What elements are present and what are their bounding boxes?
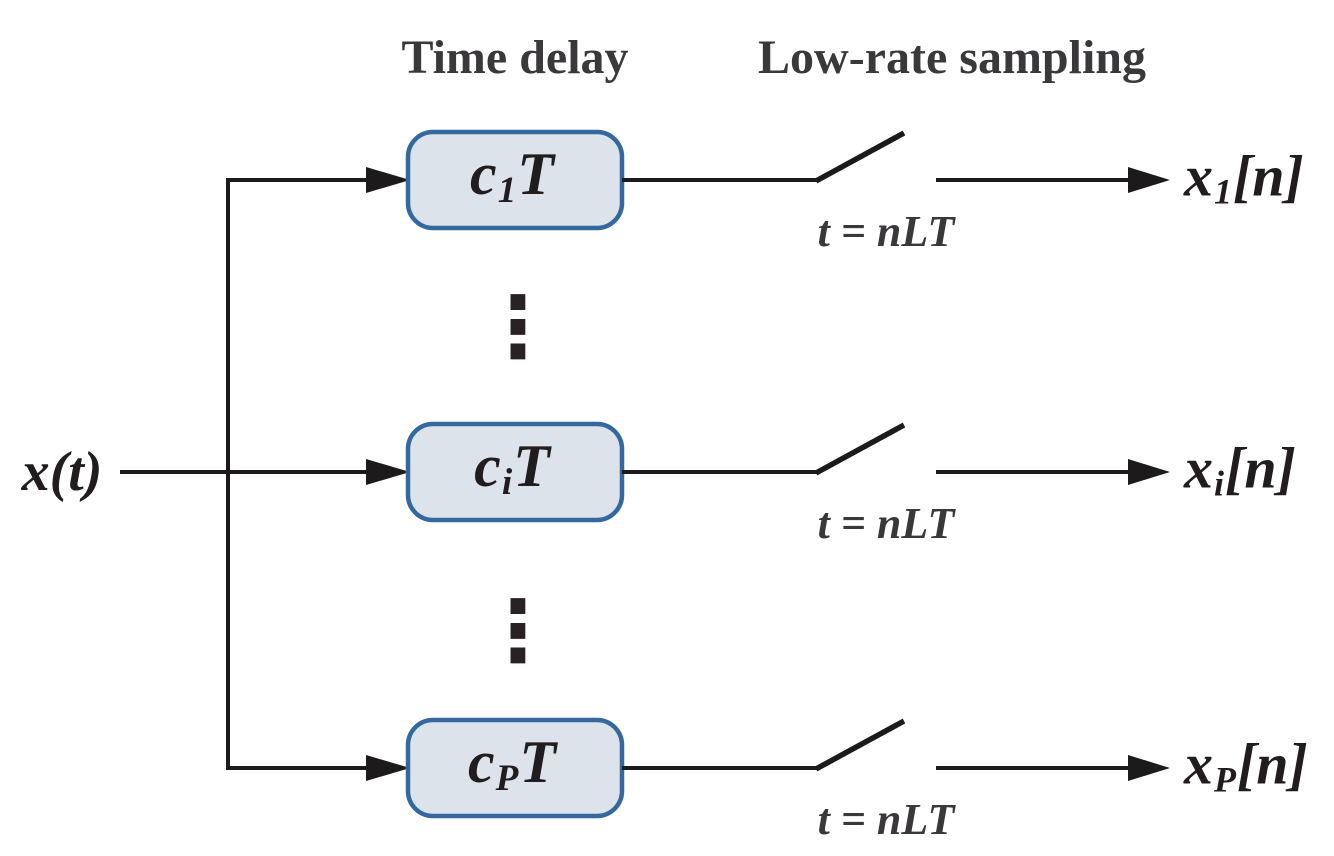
delay-coefficient-subscript: i (501, 462, 513, 504)
delay-branch-row-3 (366, 717, 1170, 819)
delay-coefficient-subscript: 1 (497, 170, 517, 212)
vertical-ellipsis-lower: ⋮ (476, 582, 560, 680)
output-signal-label-1: x1[n] (1184, 147, 1304, 210)
output-base: x (1184, 435, 1213, 501)
output-subscript: 1 (1214, 171, 1232, 212)
output-arrowhead-3 (1128, 755, 1170, 781)
vertical-ellipsis-upper: ⋮ (476, 278, 560, 376)
delay-coefficient-subscript: P (495, 758, 519, 800)
delay-branch-row-1 (366, 129, 1170, 231)
delay-coefficient-base: c (474, 433, 501, 500)
delay-period-symbol: T (517, 141, 554, 208)
delay-box-label-3: cPT (468, 732, 556, 797)
arrowhead-into-box-2 (366, 459, 410, 485)
output-signal-label-3: xP[n] (1184, 735, 1308, 798)
output-base: x (1184, 143, 1213, 209)
output-arrowhead-2 (1128, 459, 1170, 485)
switch-timing-label-3: t = nLT (817, 795, 955, 844)
delay-coefficient-base: c (470, 141, 497, 208)
delay-branch-row-2 (366, 421, 1170, 523)
delay-box-label-1: c1T (470, 144, 554, 209)
output-base: x (1184, 731, 1213, 797)
input-signal-label: x(t) (21, 441, 103, 503)
switch-arm-3 (814, 718, 906, 772)
output-index-bracket: [n] (1236, 731, 1308, 797)
switch-arm-2 (814, 422, 906, 476)
switch-arm-1 (814, 130, 906, 184)
header-time-delay: Time delay (401, 31, 629, 84)
output-index-bracket: [n] (1232, 143, 1304, 209)
output-subscript: P (1214, 759, 1236, 800)
output-subscript: i (1214, 463, 1224, 504)
delay-period-symbol: T (513, 433, 550, 500)
header-low-rate-sampling: Low-rate sampling (758, 31, 1146, 84)
arrowhead-into-box-1 (366, 167, 410, 193)
delay-period-symbol: T (519, 729, 557, 796)
switch-timing-label-1: t = nLT (817, 207, 955, 256)
output-arrowhead-1 (1128, 167, 1170, 193)
output-signal-label-2: xi[n] (1184, 439, 1296, 502)
output-index-bracket: [n] (1225, 435, 1296, 501)
delay-box-label-2: ciT (474, 436, 550, 501)
delay-coefficient-base: c (467, 729, 495, 796)
arrowhead-into-box-3 (366, 755, 410, 781)
switch-timing-label-2: t = nLT (817, 499, 955, 548)
